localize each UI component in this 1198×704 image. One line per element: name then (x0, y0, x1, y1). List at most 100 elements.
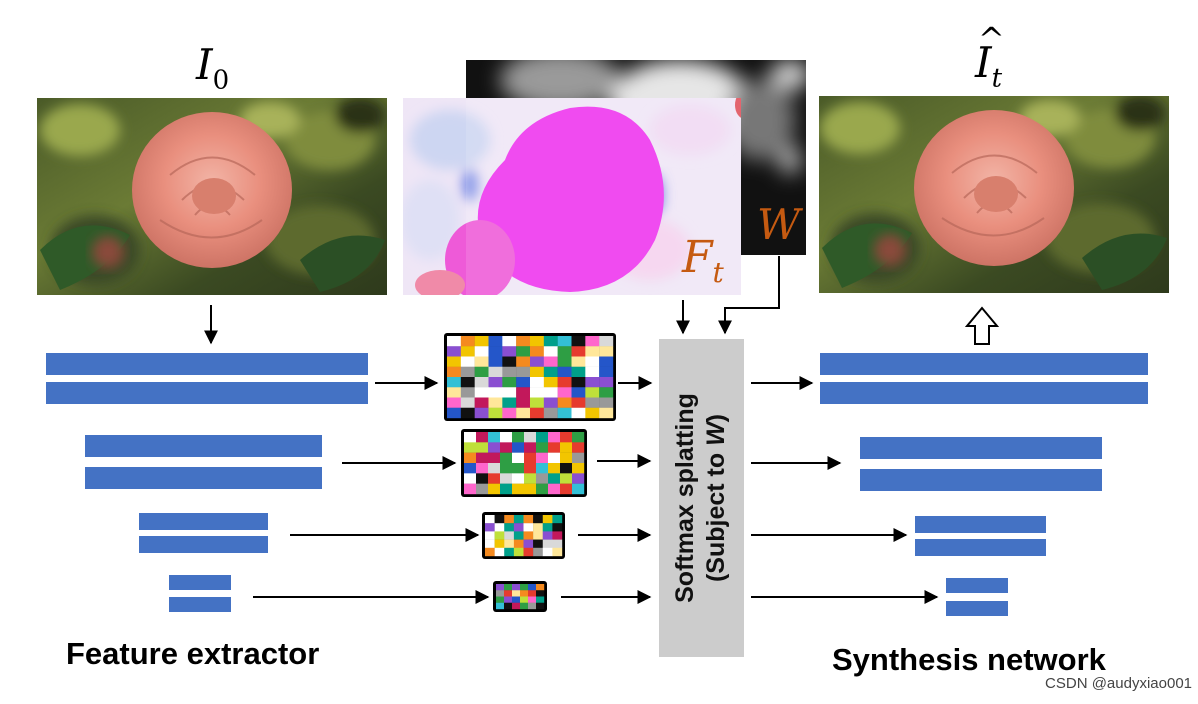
mosaic-cell (447, 356, 462, 367)
mosaic-cell (548, 452, 561, 464)
mosaic-cell (447, 336, 462, 347)
arrows (204, 256, 939, 604)
mosaic-cell (504, 531, 515, 540)
mosaic-cell (485, 539, 495, 548)
mosaic-cell (504, 602, 513, 610)
mosaic-cell (528, 602, 537, 610)
mosaic-cell (533, 539, 543, 548)
mosaic-cell (533, 547, 543, 557)
mosaic-cell (533, 515, 543, 524)
mosaic-cell (516, 407, 531, 419)
mosaic-cell (543, 377, 558, 388)
mosaic-cell (512, 483, 525, 495)
mosaic-cell (571, 336, 586, 347)
mosaic-cell (504, 523, 515, 532)
mosaic-cell (494, 523, 505, 532)
mosaic-cell (513, 531, 524, 540)
mosaic-cell (500, 442, 513, 453)
mosaic-cell (485, 515, 495, 524)
mosaic-cell (513, 523, 524, 532)
mosaic-cell (502, 356, 517, 367)
mosaic-cell (476, 452, 489, 464)
splatting-line1: Softmax splatting (671, 393, 699, 603)
mosaic-cell (560, 473, 573, 484)
mosaic-cell (464, 442, 477, 453)
mosaic-cell (520, 596, 529, 603)
extractor-bar-2b (85, 467, 322, 489)
mosaic-cell (485, 547, 495, 557)
mosaic-cell (502, 346, 517, 357)
mosaic-cell (504, 515, 515, 524)
synthesis-bar-4b (946, 601, 1008, 616)
mosaic-cell (488, 366, 503, 378)
mosaic-cell (474, 356, 489, 367)
mosaic-cell (504, 539, 515, 548)
mosaic-cell (502, 366, 517, 378)
mosaic-cell (520, 602, 529, 610)
mosaic-cell (496, 602, 505, 610)
mosaic-cell (599, 346, 614, 357)
feature-extractor-label: Feature extractor (66, 636, 320, 671)
mosaic-cell (464, 452, 477, 464)
mosaic-cell (488, 356, 503, 367)
mosaic-cell (542, 547, 553, 557)
mosaic-cell (524, 473, 537, 484)
output-label-base: I (975, 38, 992, 87)
mosaic-cell (560, 483, 573, 495)
input-label: I0 (196, 40, 229, 95)
mosaic-cell (500, 463, 513, 474)
mosaic-4 (493, 581, 547, 612)
mosaic-cell (520, 584, 529, 591)
mosaic-cell (524, 452, 537, 464)
mosaic-cell (494, 539, 505, 548)
mosaic-cell (494, 547, 505, 557)
mosaic-cell (516, 387, 531, 398)
extractor-bar-1a (46, 353, 368, 375)
mosaic-cell (585, 356, 600, 367)
mosaic-cell (572, 483, 585, 495)
mosaic-cell (599, 366, 614, 378)
softmax-splatting-label: Softmax splatting (Subject to W) (670, 393, 732, 603)
mosaic-cell (504, 596, 513, 603)
mosaic-cell (543, 336, 558, 347)
mosaic-cell (543, 407, 558, 419)
mosaic-cell (536, 473, 549, 484)
mosaic-cell (585, 387, 600, 398)
extractor-bar-2a (85, 435, 322, 457)
mosaic-cell (530, 377, 545, 388)
mosaic-cell (504, 584, 513, 591)
mosaic-cell (460, 356, 475, 367)
mosaic-cell (524, 432, 537, 443)
mosaic-1 (444, 333, 616, 421)
mosaic-cell (447, 366, 462, 378)
mosaic-cell (572, 432, 585, 443)
synthesis-bar-2a (860, 437, 1102, 459)
mosaic-cell (504, 590, 513, 597)
mosaic-3 (482, 512, 565, 559)
mosaic-cell (488, 387, 503, 398)
mosaic-cell (571, 407, 586, 419)
mosaic-cell (512, 463, 525, 474)
mosaic-cell (552, 515, 563, 524)
mosaic-cell (488, 442, 501, 453)
mosaic-cell (557, 387, 572, 398)
mosaic-cell (557, 377, 572, 388)
flow-label-sub: t (712, 255, 724, 289)
mosaic-cell (476, 442, 489, 453)
mosaic-cell (502, 377, 517, 388)
mosaic-cell (520, 590, 529, 597)
mosaic-cell (474, 346, 489, 357)
mosaic-cell (516, 366, 531, 378)
mosaic-cell (476, 432, 489, 443)
mosaic-cell (516, 377, 531, 388)
mosaic-cell (488, 346, 503, 357)
mosaic-cell (447, 397, 462, 408)
mosaic-cell (552, 523, 563, 532)
mosaic-cell (571, 366, 586, 378)
mosaic-cell (557, 407, 572, 419)
watermark: CSDN @audyxiao001 (1045, 675, 1192, 692)
mosaic-cell (500, 473, 513, 484)
mosaic-cell (474, 397, 489, 408)
mosaic-cell (552, 547, 563, 557)
mosaic-cell (485, 531, 495, 540)
